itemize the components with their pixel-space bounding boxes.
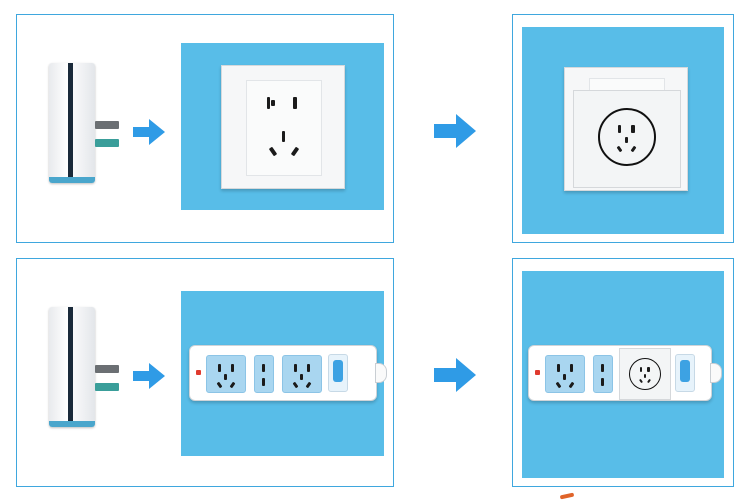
socket-slot [262,364,265,372]
power-strip-socket [282,355,322,393]
power-switch [328,354,348,392]
socket-slot [271,100,275,106]
power-strip-socket-small [254,355,274,393]
socket-slot [267,97,270,109]
socket-slot [563,374,566,380]
power-switch [675,354,695,392]
plug-stripe [68,307,73,427]
socket-slot [625,137,628,143]
socket-slot [618,125,621,133]
socket-slot [292,381,299,389]
plug-base [49,177,95,183]
socket-slot [307,364,310,372]
power-cord [710,363,722,383]
socket-slot [555,381,562,389]
socket-slot [568,381,575,389]
wall-socket-face [246,80,322,176]
adapter-ring [598,108,656,166]
socket-slot [300,374,303,380]
adapter-socket-icon [619,348,671,400]
adapter-ring [629,358,661,390]
power-strip-with-adapter [528,345,712,401]
socket-slot [290,146,300,157]
plug-pin-bottom [95,139,119,147]
socket-slot [647,367,650,372]
power-strip-background [522,271,724,478]
panel-top-right [512,14,734,243]
socket-slot [229,381,236,389]
power-strip-socket [206,355,246,393]
plug-pin-top [95,365,119,373]
socket-slot [262,378,265,386]
plug-base [49,421,95,427]
panel-bottom-right [512,258,734,487]
plug-icon [49,63,119,183]
socket-slot [570,364,573,372]
arrow-right-icon [434,114,476,148]
socket-slot [640,367,642,372]
socket-slot [644,374,646,378]
socket-slot [216,381,223,389]
power-switch-button [333,360,343,382]
edge-mark [559,492,575,500]
power-indicator [196,370,201,375]
plug-pin-bottom [95,383,119,391]
panel-top-left [16,14,394,243]
socket-slot [293,97,297,109]
socket-slot [557,364,560,372]
socket-slot [224,374,227,380]
socket-slot [631,125,635,133]
plug-stripe [68,63,73,183]
wall-socket-icon [221,65,345,189]
socket-slot [282,131,285,142]
power-strip-socket-small [593,355,613,393]
power-switch-button [680,360,690,382]
socket-slot [218,364,221,372]
wall-socket-background [522,27,724,234]
power-strip-icon [189,345,377,401]
power-strip-socket [545,355,585,393]
socket-slot [601,364,604,372]
socket-slot [231,364,234,372]
panel-bottom-left [16,258,394,487]
adapter-socket-icon [573,90,681,188]
socket-slot [305,381,312,389]
arrow-right-icon [434,358,476,392]
socket-slot [294,364,297,372]
arrow-right-icon [133,363,165,389]
power-strip-background [181,291,387,456]
power-indicator [535,370,540,375]
wall-socket-background [181,43,384,210]
arrow-right-icon [133,119,165,145]
plug-pin-top [95,121,119,129]
socket-slot [268,146,278,157]
plug-icon [49,307,119,427]
wall-socket-with-adapter [564,67,688,191]
socket-slot [601,378,604,386]
power-cord [375,363,387,383]
